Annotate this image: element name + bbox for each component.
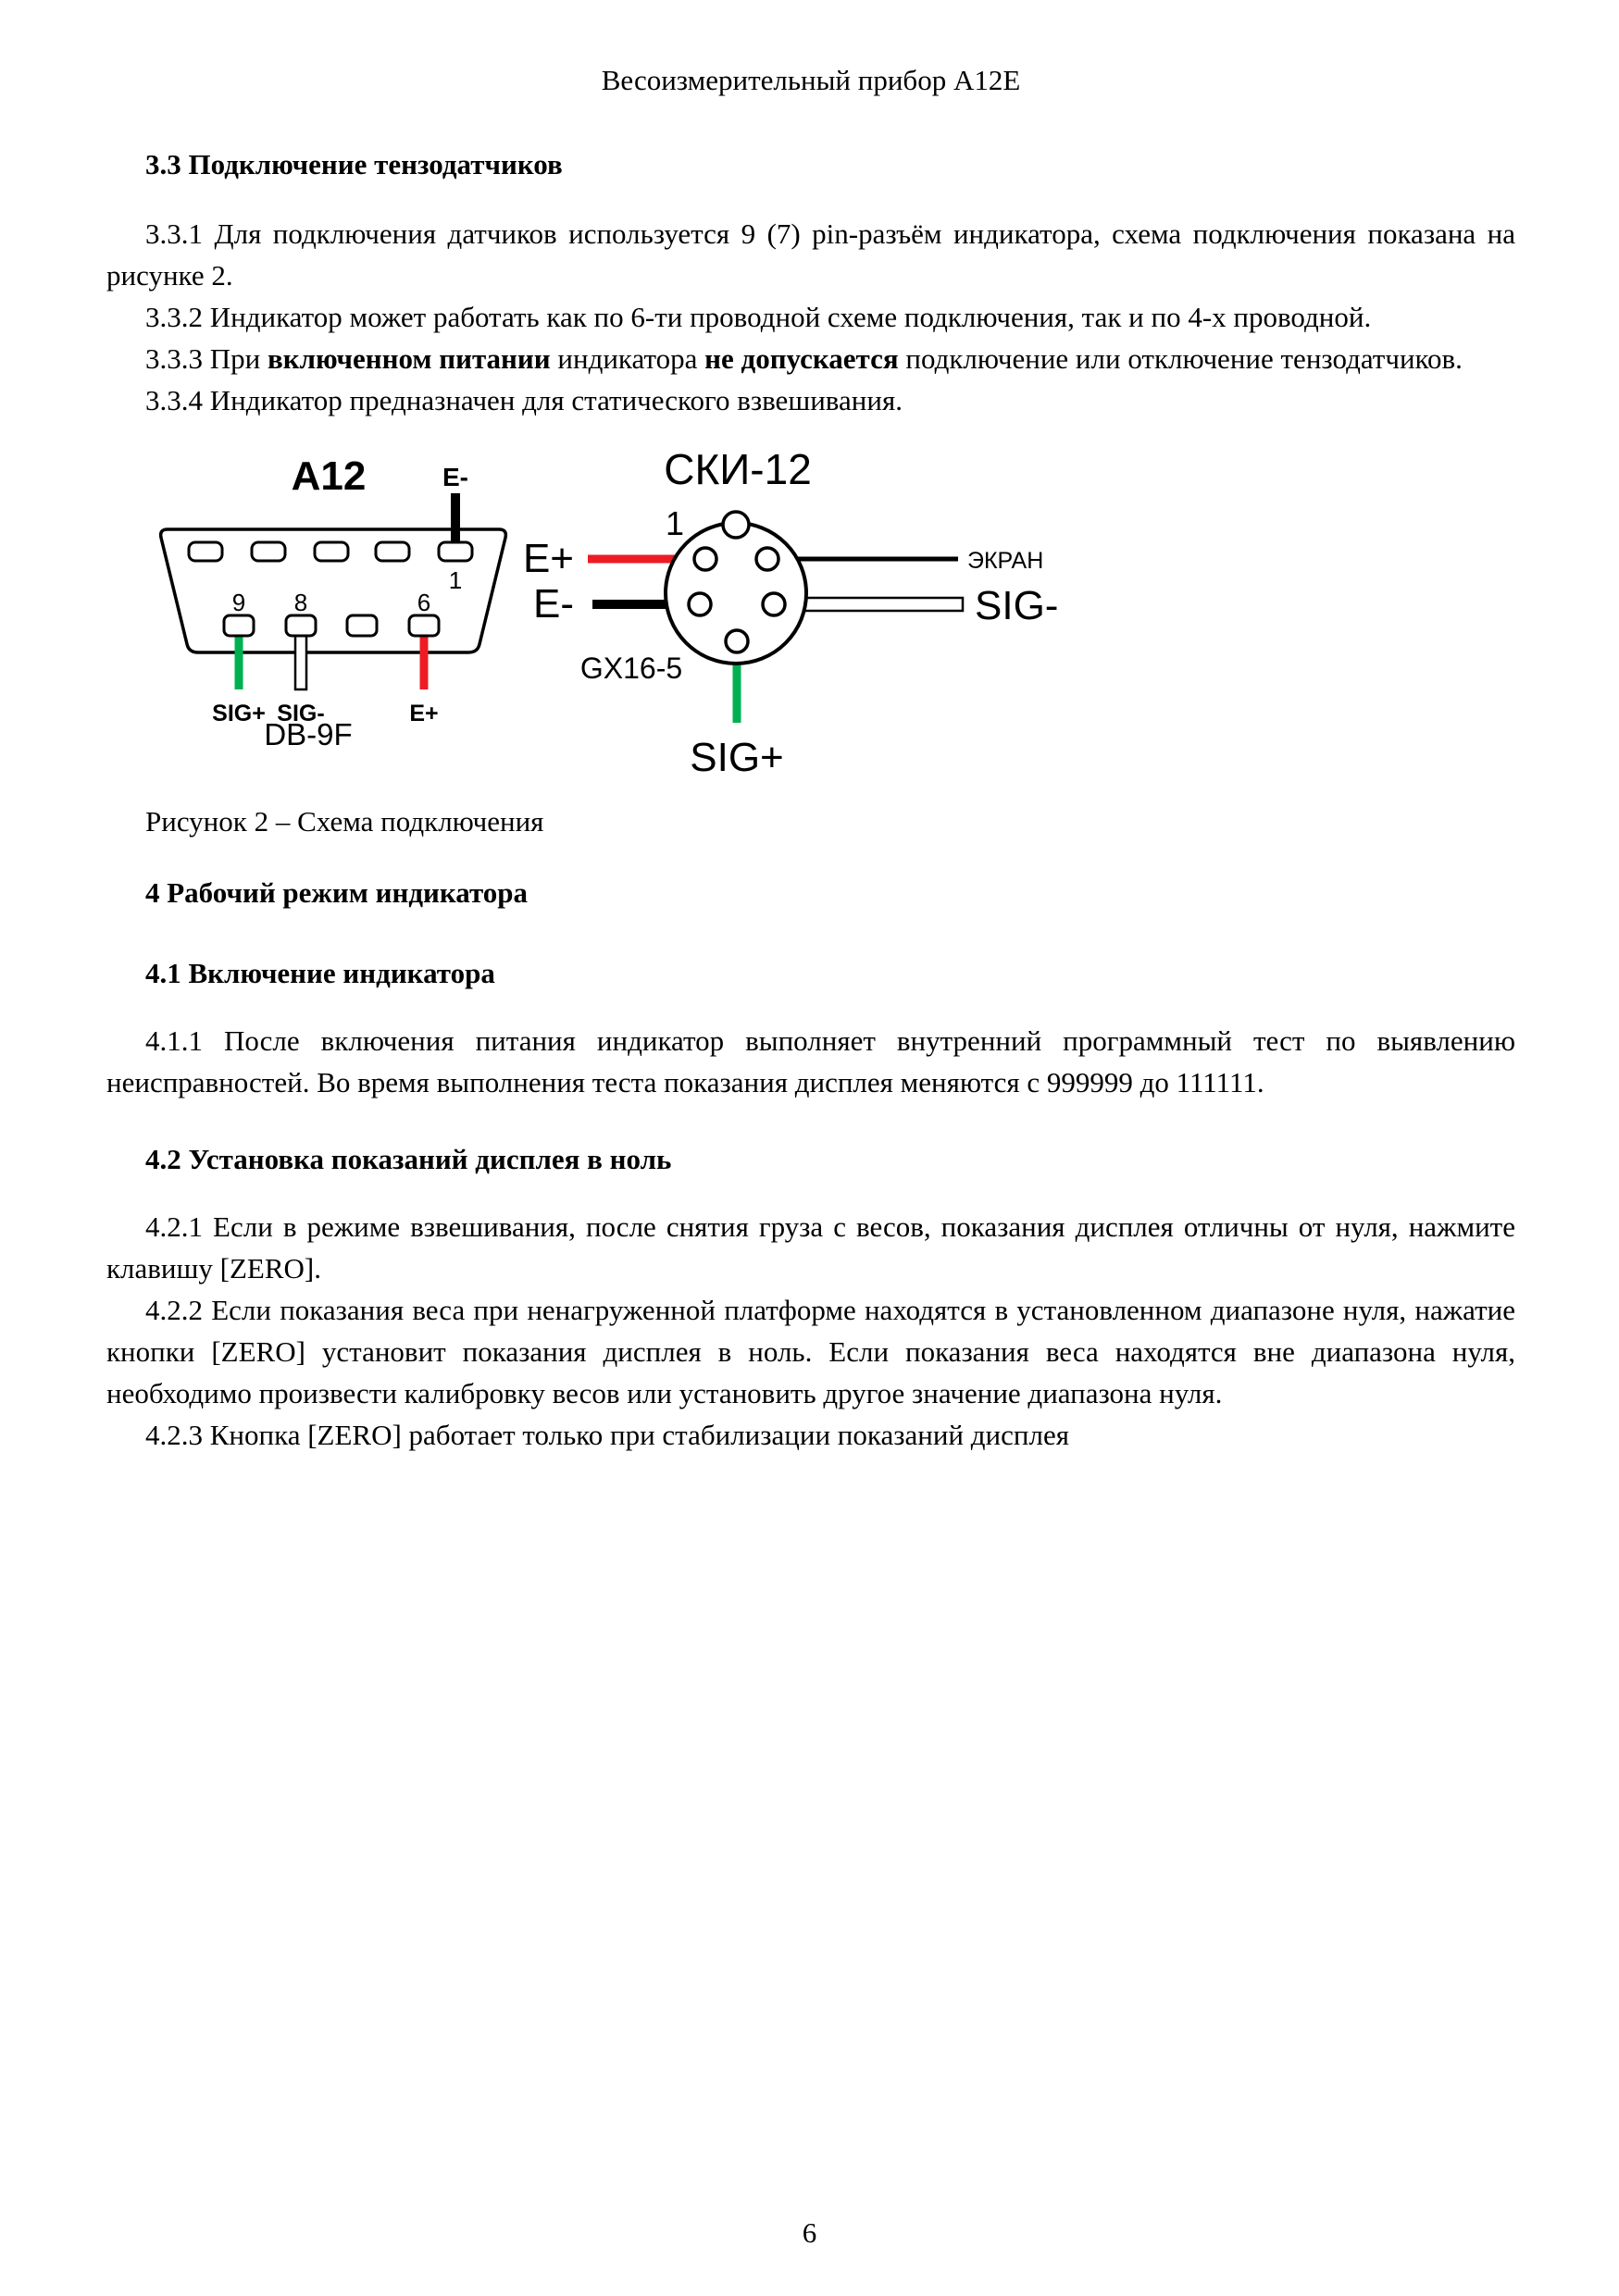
paragraph-3-3-3-bold-1: включенном питании [267, 342, 551, 375]
paragraph-3-3-3-bold-2: не допускается [704, 342, 899, 375]
a12-pin-top-4 [374, 540, 411, 563]
paragraph-4-1-1: 4.1.1 После включения питания индикатор … [106, 1024, 1515, 1098]
ski12-pin-1-hole [692, 546, 718, 572]
figure-2-caption: Рисунок 2 – Схема подключения [145, 805, 544, 838]
ski12-connector-drawing: СКИ-12 1 E+ ЭКРАН E- [523, 445, 1059, 780]
page-number: 6 [802, 2216, 817, 2249]
section-4-2-title: 4.2 Установка показаний дисплея в ноль [145, 1143, 672, 1175]
a12-pin-1-number: 1 [449, 566, 462, 594]
a12-e-plus-label: E+ [409, 701, 438, 726]
a12-connector-drawing: A12 E- 1 9 8 6 [158, 453, 508, 751]
paragraph-3-3-3: 3.3.3 При включенном питании индикатора … [106, 338, 1515, 379]
ski12-title: СКИ-12 [664, 445, 812, 493]
a12-pin-top-1 [187, 540, 224, 563]
ski12-sig-plus-label: SIG+ [690, 735, 784, 780]
paragraph-3-3-3-text-1: 3.3.3 При [145, 342, 268, 375]
section-4-1-title: 4.1 Включение индикатора [145, 957, 495, 989]
ski12-pin-sig-minus-hole [761, 591, 787, 617]
paragraph-4-2-1: 4.2.1 Если в режиме взвешивания, после с… [106, 1210, 1515, 1285]
ski12-pin-e-minus-hole [687, 591, 713, 617]
a12-pin-7 [345, 614, 379, 638]
a12-sig-minus-wire [293, 634, 308, 691]
ski12-pin-1-number: 1 [666, 504, 684, 542]
section-3-3-title: 3.3 Подключение тензодатчиков [145, 148, 563, 180]
ski12-shield-label: ЭКРАН [967, 548, 1043, 574]
paragraph-3-3-4: 3.3.4 Индикатор предназначен для статиче… [145, 384, 903, 416]
section-4-title: 4 Рабочий режим индикатора [145, 876, 529, 909]
a12-pin-9-number: 9 [232, 589, 245, 616]
a12-e-minus-label: E- [442, 463, 468, 491]
a12-pin-6 [407, 614, 441, 638]
a12-pin-1 [437, 540, 474, 563]
ski12-key-notch [721, 510, 751, 540]
ski12-sig-minus-wire [783, 596, 965, 613]
a12-pin-8-number: 8 [294, 589, 307, 616]
ski12-pin-sig-plus-hole [724, 628, 750, 654]
a12-sig-minus-label: SIG- [277, 701, 324, 726]
a12-pin-top-3 [313, 540, 350, 563]
a12-sig-plus-label: SIG+ [212, 701, 266, 726]
paragraph-3-3-1: 3.3.1 Для подключения датчиков используе… [106, 217, 1515, 292]
a12-pin-9 [222, 614, 255, 638]
a12-pin-top-2 [250, 540, 287, 563]
ski12-pin-shield-hole [754, 546, 780, 572]
ski12-sig-minus-label: SIG- [975, 583, 1058, 628]
a12-pin-6-number: 6 [417, 589, 430, 616]
paragraph-4-2-3: 4.2.3 Кнопка [ZERO] работает только при … [145, 1419, 1069, 1451]
document-title: Весоизмерительный прибор А12Е [601, 64, 1021, 96]
ski12-e-plus-label: E+ [523, 536, 574, 581]
figure-2-wiring-diagram: A12 E- 1 9 8 6 [158, 445, 1059, 780]
a12-pin-8 [284, 614, 318, 638]
paragraph-4-2-2: 4.2.2 Если показания веса при ненагружен… [106, 1294, 1515, 1409]
ski12-e-minus-label: E- [533, 581, 574, 627]
a12-title: A12 [292, 453, 367, 499]
paragraph-3-3-2: 3.3.2 Индикатор может работать как по 6-… [145, 301, 1372, 333]
figure-2: A12 E- 1 9 8 6 [106, 445, 1515, 788]
paragraph-3-3-3-text-3: подключение или отключение тензодатчиков… [898, 342, 1463, 375]
ski12-connector-name: GX16-5 [580, 652, 682, 685]
paragraph-3-3-3-text-2: индикатора [550, 342, 705, 375]
a12-connector-name: DB-9F [264, 717, 352, 751]
